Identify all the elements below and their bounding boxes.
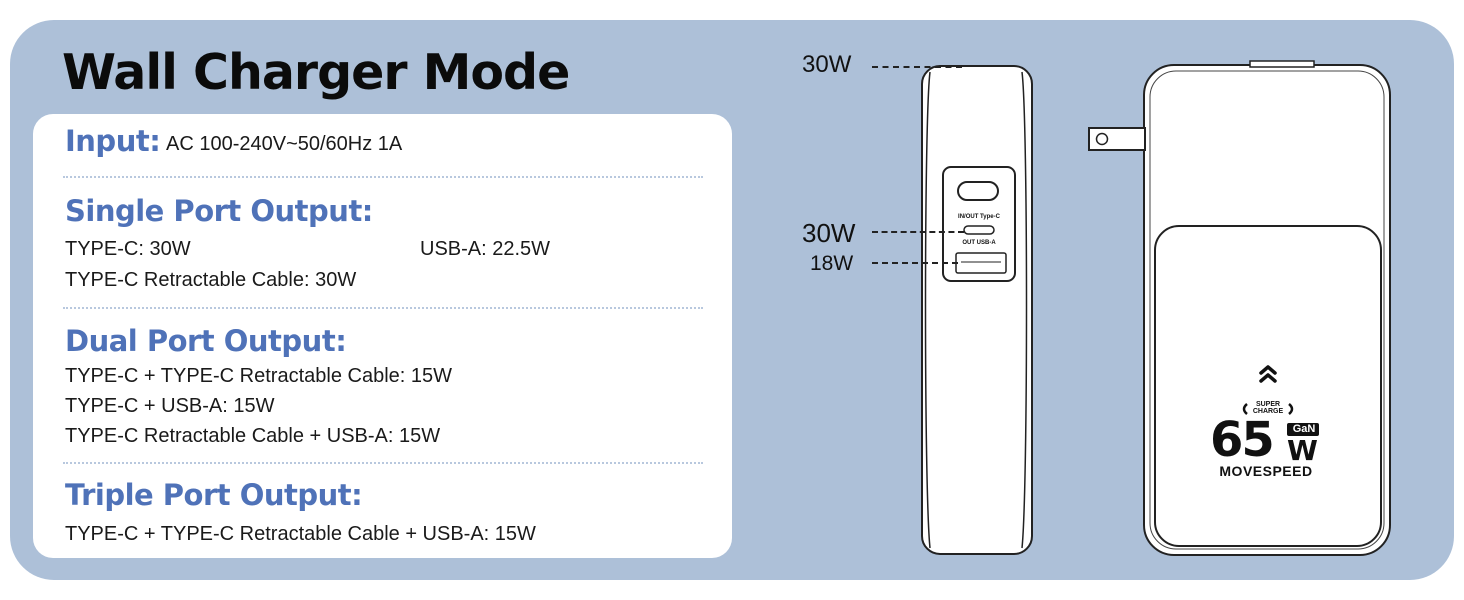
logo-brand: MOVESPEED	[1219, 463, 1313, 479]
spec-card: Input: AC 100-240V~50/60Hz 1A Single Por…	[33, 114, 732, 558]
single-retract-line: TYPE-C Retractable Cable: 30W	[65, 269, 357, 291]
side-view-edge	[1021, 71, 1028, 549]
logo-arrow-icon	[1259, 365, 1277, 383]
port-label-typec: IN/OUT Type-C	[958, 214, 1000, 220]
dual-port-heading: Dual Port Output:	[65, 324, 347, 358]
port-label-usba: OUT USB-A	[962, 240, 996, 246]
usba-port-wattage: 18W	[810, 252, 854, 275]
logo-super: SUPER	[1255, 401, 1281, 408]
logo-bracket-icon	[1288, 403, 1294, 415]
usba-port	[955, 252, 1007, 274]
dual-line-3: TYPE-C Retractable Cable + USB-A: 15W	[65, 425, 441, 447]
top-port-wattage: 30W	[802, 51, 852, 78]
triple-line-1: TYPE-C + TYPE-C Retractable Cable + USB-…	[65, 523, 536, 545]
retractable-slot	[957, 181, 999, 201]
single-typec-line: TYPE-C: 30W	[65, 238, 191, 260]
logo-super-charge: SUPER CHARGE	[1250, 401, 1286, 415]
triple-port-heading: Triple Port Output:	[65, 478, 363, 512]
divider	[63, 307, 703, 309]
divider	[63, 462, 703, 464]
logo-w: W	[1287, 434, 1318, 467]
typec-port-wattage: 30W	[802, 218, 856, 248]
callout-line	[872, 66, 962, 68]
front-lower-panel	[1154, 225, 1382, 547]
dual-line-1: TYPE-C + TYPE-C Retractable Cable: 15W	[65, 365, 452, 387]
dual-line-2: TYPE-C + USB-A: 15W	[65, 395, 275, 417]
divider	[63, 176, 703, 178]
single-usba-line: USB-A: 22.5W	[420, 238, 551, 260]
callout-line	[872, 262, 958, 264]
gan-badge-bg	[1287, 423, 1319, 436]
single-port-heading: Single Port Output:	[65, 194, 373, 228]
input-value: AC 100-240V~50/60Hz 1A	[166, 133, 403, 155]
page-title: Wall Charger Mode	[62, 44, 570, 101]
typec-port	[963, 225, 995, 235]
input-heading: Input:	[65, 124, 161, 158]
side-view-edge	[924, 71, 931, 549]
logo-charge: CHARGE	[1252, 408, 1284, 415]
plug-prong-hole	[1095, 132, 1109, 146]
callout-line	[872, 231, 964, 233]
front-view-inner	[1149, 70, 1385, 550]
top-port	[1249, 60, 1315, 68]
logo-bracket-icon	[1242, 403, 1248, 415]
logo-wattage: 65	[1210, 412, 1275, 468]
logo-gan: GaN	[1292, 423, 1316, 435]
side-view-body	[921, 65, 1033, 555]
